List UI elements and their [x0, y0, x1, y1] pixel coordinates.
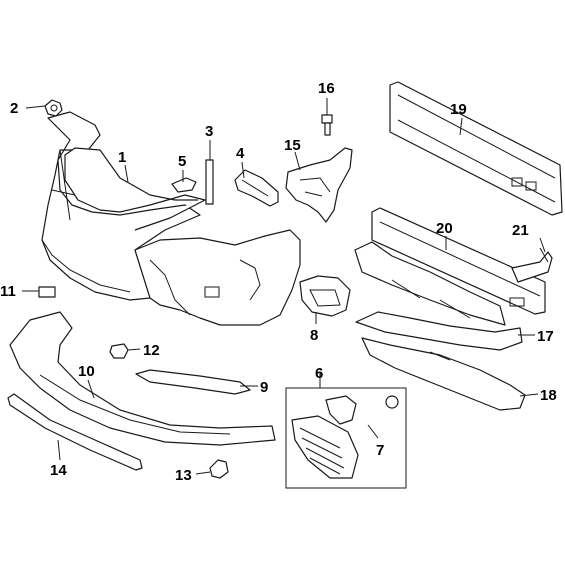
part-support-frame [354, 241, 506, 326]
callout-18: 18 [540, 387, 557, 404]
callout-12: 12 [143, 342, 160, 359]
callout-1: 1 [118, 149, 126, 166]
callout-3: 3 [205, 123, 213, 140]
part-bolt-16 [321, 114, 333, 136]
callout-20: 20 [436, 220, 453, 237]
callout-19: 19 [450, 101, 467, 118]
part-absorber-20 [371, 207, 546, 315]
callout-8: 8 [310, 327, 318, 344]
part-lamp-housing-8 [299, 275, 351, 317]
part-seal-3 [205, 159, 214, 205]
callout-11: 11 [0, 283, 16, 300]
part-bracket-4 [234, 169, 279, 207]
part-bumper-cover [41, 111, 301, 326]
callout-13: 13 [175, 467, 192, 484]
part-trim-9 [135, 369, 251, 395]
part-bracket-21 [511, 247, 553, 283]
part-bracket-5 [171, 177, 197, 193]
callout-17: 17 [537, 328, 554, 345]
part-clip-12 [109, 343, 129, 359]
leader-lines [22, 98, 546, 475]
part-clip-11 [38, 286, 56, 298]
part-lower-bumper-10 [9, 311, 276, 446]
callout-4: 4 [236, 145, 245, 162]
part-clip-13 [209, 459, 229, 479]
callout-6: 6 [315, 365, 323, 382]
part-reinforcement-19 [389, 81, 563, 216]
part-retainer-15 [285, 147, 353, 223]
callout-16: 16 [318, 80, 335, 97]
callout-5: 5 [178, 153, 186, 170]
callout-labels: 1 2 3 4 5 6 7 8 9 10 11 12 13 14 15 16 1… [0, 80, 557, 484]
part-clip-2 [44, 99, 63, 117]
callout-2: 2 [10, 100, 18, 117]
callout-9: 9 [260, 379, 268, 396]
callout-14: 14 [50, 462, 67, 479]
part-molding-14 [7, 393, 143, 471]
callout-15: 15 [284, 137, 301, 154]
callout-7: 7 [376, 442, 384, 459]
callout-21: 21 [512, 222, 529, 239]
callout-10: 10 [78, 363, 95, 380]
inset-box-6 [285, 387, 407, 489]
part-undercover-18 [361, 337, 526, 411]
